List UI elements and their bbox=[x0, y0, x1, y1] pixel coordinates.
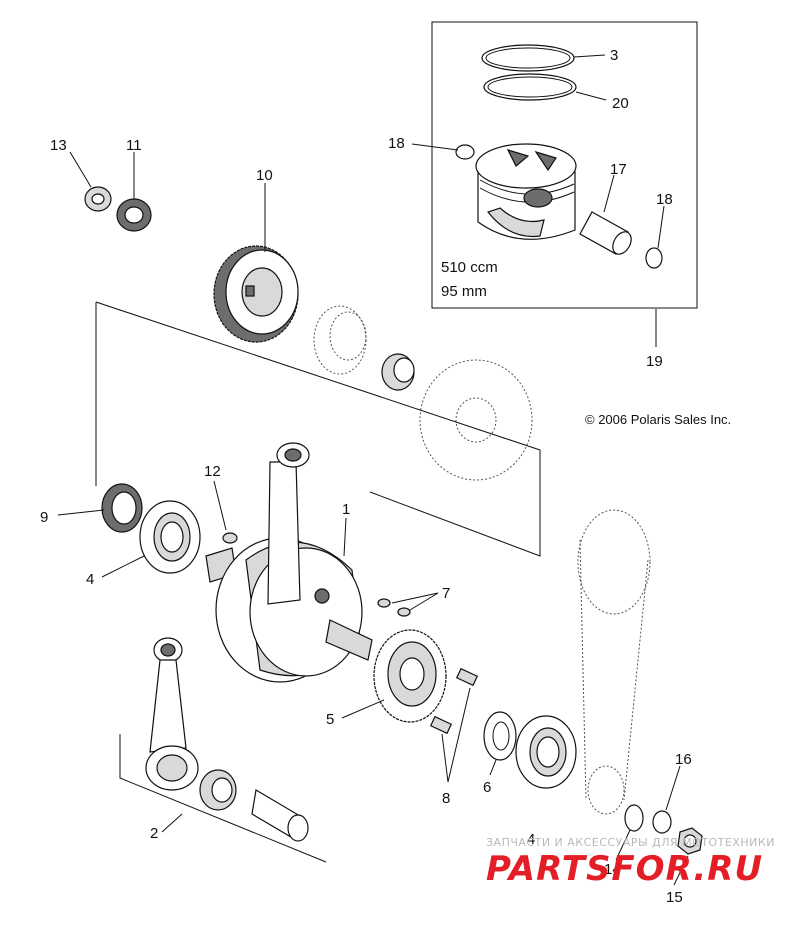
key-7b bbox=[397, 607, 411, 617]
callout-8: 8 bbox=[442, 790, 450, 807]
circlip-right bbox=[645, 247, 663, 269]
piston-kit-box: 510 ccm 95 mm bbox=[431, 21, 698, 309]
washer-16 bbox=[652, 810, 672, 834]
callout-15: 15 bbox=[666, 889, 683, 906]
callout-3: 3 bbox=[610, 47, 618, 64]
copyright-notice: © 2006 Polaris Sales Inc. bbox=[585, 412, 731, 427]
cam-chain-phantom bbox=[577, 509, 651, 815]
nut-15 bbox=[677, 827, 703, 855]
callout-18-right: 18 bbox=[656, 191, 673, 208]
seal-9 bbox=[101, 483, 143, 533]
watermark: ЗАПЧАСТИ И АКСЕССУАРЫ ДЛЯ МОТОТЕХНИКИ PA… bbox=[486, 836, 775, 889]
woodruff-key bbox=[222, 532, 238, 544]
needle-bearing-cage bbox=[381, 353, 415, 391]
flywheel-gear bbox=[213, 245, 299, 343]
callout-20: 20 bbox=[612, 95, 629, 112]
ball-bearing-right bbox=[515, 715, 577, 789]
callout-13: 13 bbox=[50, 137, 67, 154]
key-7a bbox=[377, 598, 391, 608]
callout-11: 11 bbox=[126, 137, 142, 154]
callout-19: 19 bbox=[646, 353, 663, 370]
piston-ring-top bbox=[481, 44, 575, 72]
oil-seal-11 bbox=[116, 198, 152, 232]
callout-7: 7 bbox=[442, 585, 450, 602]
callout-9: 9 bbox=[40, 509, 48, 526]
callout-16: 16 bbox=[675, 751, 692, 768]
callout-12: 12 bbox=[204, 463, 221, 480]
callout-17: 17 bbox=[610, 161, 627, 178]
crankshaft-assembly bbox=[205, 442, 373, 683]
watermark-logo: PARTSFOR.RU bbox=[486, 849, 763, 889]
connecting-rod-kit bbox=[145, 637, 309, 842]
callout-14: 14 bbox=[604, 861, 621, 878]
circlip-14 bbox=[624, 804, 644, 832]
wrist-pin bbox=[579, 211, 632, 255]
callout-labels: 3 20 18 17 18 19 13 11 10 12 1 9 4 7 5 8… bbox=[40, 47, 692, 906]
oil-seal-13 bbox=[84, 186, 112, 212]
watermark-tagline: ЗАПЧАСТИ И АКСЕССУАРЫ ДЛЯ МОТОТЕХНИКИ bbox=[486, 836, 775, 849]
bolt-8a bbox=[455, 667, 479, 687]
phantom-large-gear bbox=[419, 359, 533, 481]
piston bbox=[475, 143, 577, 240]
callout-10: 10 bbox=[256, 167, 273, 184]
drive-gear bbox=[373, 629, 447, 723]
callout-2: 2 bbox=[150, 825, 158, 842]
ball-bearing-left bbox=[139, 500, 201, 574]
piston-displacement: 510 ccm bbox=[441, 259, 498, 276]
piston-ring-bottom bbox=[483, 73, 577, 101]
bolt-8b bbox=[429, 715, 453, 735]
callout-5: 5 bbox=[326, 711, 334, 728]
callout-1: 1 bbox=[342, 501, 350, 518]
callout-6: 6 bbox=[483, 779, 491, 796]
circlip-left bbox=[455, 144, 475, 160]
callout-18-left: 18 bbox=[388, 135, 405, 152]
phantom-bearing bbox=[313, 305, 367, 375]
thrust-washer bbox=[483, 711, 517, 761]
callout-4-right: 4 bbox=[527, 831, 535, 848]
callout-4-left: 4 bbox=[86, 571, 94, 588]
piston-kit-frame bbox=[431, 21, 698, 309]
piston-bore: 95 mm bbox=[441, 283, 487, 300]
